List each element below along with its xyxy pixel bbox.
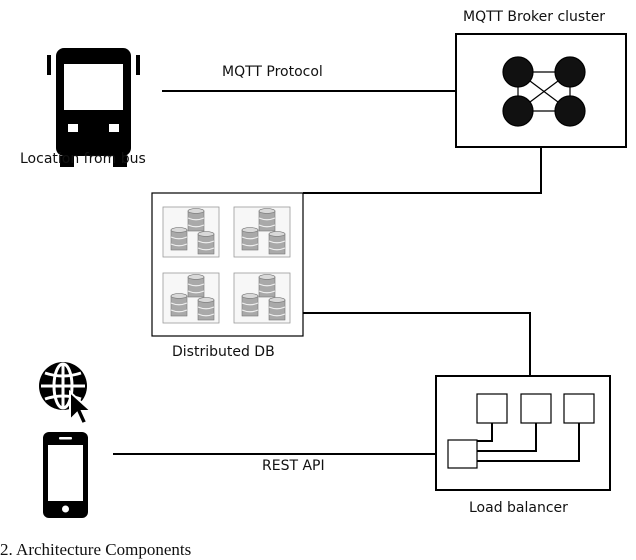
broker-network-icon <box>502 56 586 127</box>
broker-cluster-box <box>455 33 627 148</box>
broker-to-db-line <box>303 148 542 194</box>
server-node-1 <box>476 393 508 424</box>
db-to-loadbalancer-line <box>303 312 531 376</box>
load-balancer-box <box>435 375 611 491</box>
smartphone-icon <box>43 432 88 518</box>
distributed-db-label: Distributed DB <box>172 344 275 360</box>
bus-icon <box>47 48 140 167</box>
load-balancer-connections <box>477 423 580 462</box>
bus-label: Location from bus <box>20 151 146 167</box>
figure-caption: 2. Architecture Components <box>0 540 192 559</box>
globe-cursor-icon <box>39 362 94 426</box>
load-balancer-label: Load balancer <box>469 500 568 516</box>
load-balancer-input-node <box>447 439 478 469</box>
broker-cluster-label: MQTT Broker cluster <box>463 9 606 25</box>
server-node-3 <box>563 393 595 424</box>
rest-api-label: REST API <box>262 458 325 474</box>
mqtt-protocol-label: MQTT Protocol <box>222 64 323 80</box>
server-node-2 <box>520 393 552 424</box>
